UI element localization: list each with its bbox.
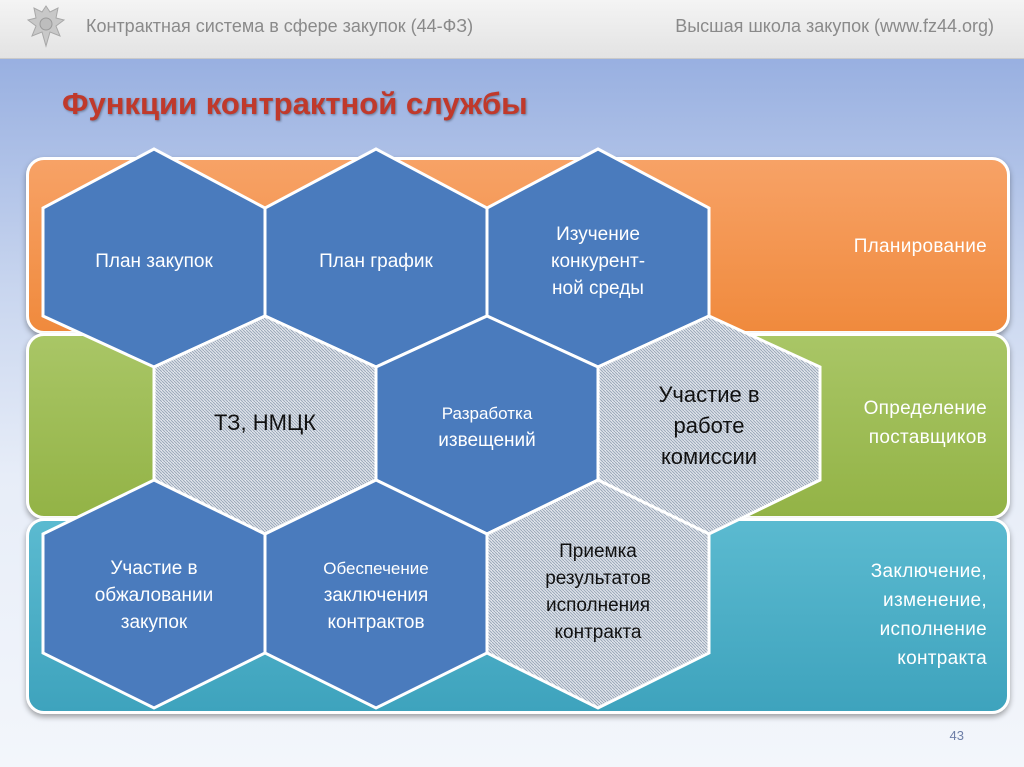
svg-text:заключения: заключения (324, 585, 429, 606)
svg-text:результатов: результатов (545, 568, 651, 589)
svg-text:Разработка: Разработка (442, 404, 533, 423)
slide-header: Контрактная система в сфере закупок (44-… (0, 0, 1024, 59)
band-label-supplier-selection: Определение поставщиков (863, 398, 987, 448)
svg-text:ной среды: ной среды (552, 278, 644, 299)
band-label-contract-execution: Заключение, изменение, исполнение контра… (870, 561, 987, 669)
svg-text:обжаловании: обжаловании (95, 585, 214, 606)
hex-obespechenie: Обеспечение заключения контрактов (263, 478, 489, 710)
coat-of-arms-icon (26, 5, 66, 48)
svg-text:извещений: извещений (438, 430, 535, 451)
svg-text:контрактов: контрактов (327, 612, 424, 633)
svg-text:Изучение: Изучение (556, 224, 640, 245)
svg-text:комиссии: комиссии (661, 444, 757, 469)
svg-text:План график: План график (319, 251, 433, 272)
svg-text:Обеспечение: Обеспечение (323, 559, 428, 578)
header-system-title: Контрактная система в сфере закупок (44-… (86, 16, 474, 36)
svg-text:Участие в: Участие в (110, 558, 197, 579)
svg-text:Участие в: Участие в (658, 382, 759, 407)
hex-izuchenie: Изучение конкурент- ной среды (485, 147, 711, 369)
svg-text:контракта: контракта (554, 622, 641, 643)
page-number: 43 (949, 728, 964, 743)
svg-text:исполнения: исполнения (546, 595, 650, 616)
svg-text:План закупок: План закупок (95, 251, 213, 272)
svg-text:конкурент-: конкурент- (551, 251, 645, 272)
hex-obzhalovanie: Участие в обжаловании закупок (41, 478, 267, 710)
svg-text:закупок: закупок (121, 612, 188, 633)
header-school-title: Высшая школа закупок (www.fz44.org) (675, 16, 994, 36)
svg-text:ТЗ, НМЦК: ТЗ, НМЦК (214, 410, 316, 435)
slide-title: Функции контрактной службы (62, 86, 528, 121)
svg-text:Приемка: Приемка (559, 541, 637, 562)
svg-text:работе: работе (674, 413, 745, 438)
hex-komissiya: Участие в работе комиссии (596, 314, 822, 536)
band-label-planning: Планирование (853, 236, 987, 257)
hex-priemka: Приемка результатов исполнения контракта (485, 478, 711, 710)
